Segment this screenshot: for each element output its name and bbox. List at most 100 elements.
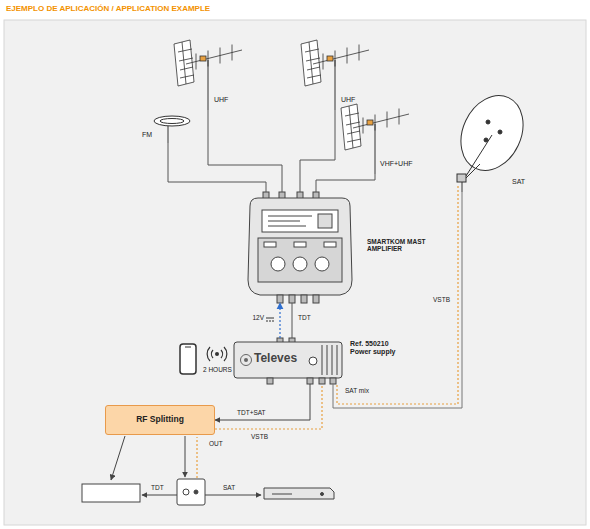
rf-output-lines <box>142 495 177 496</box>
node-label: UHF <box>341 96 355 104</box>
power-supply <box>322 345 323 375</box>
satellite-dish <box>462 182 463 192</box>
connector <box>168 143 266 192</box>
splitter-box: RF Splitting <box>105 405 215 435</box>
smartphone-icon <box>180 344 196 374</box>
connector <box>333 192 462 408</box>
wireless-icon <box>221 350 223 358</box>
power-supply <box>327 345 328 375</box>
antenna-node: FM <box>140 113 196 143</box>
power-supply <box>319 378 325 384</box>
signal-label: OUT <box>208 440 224 447</box>
satellite-receiver <box>321 493 324 496</box>
fm-antenna <box>160 119 184 124</box>
satellite-dish <box>466 135 492 176</box>
mast-amplifier <box>268 221 300 222</box>
connector <box>279 303 280 338</box>
power-supply <box>332 345 333 375</box>
power-supply <box>330 378 336 384</box>
signal-label: VSTB <box>432 296 451 303</box>
wireless-icon <box>224 347 227 361</box>
mast-amplifier <box>293 257 307 271</box>
amplifier-node: SMARTKOM MAST AMPLIFIER <box>245 192 355 303</box>
uhf-antenna <box>174 40 242 110</box>
wall-socket <box>177 479 205 505</box>
smartphone-icon <box>185 347 191 348</box>
node-label: UHF <box>214 96 228 104</box>
mast-amplifier <box>315 257 329 271</box>
device-reference: Ref. 550210 Power supply <box>350 340 404 356</box>
satellite-dish <box>498 130 502 134</box>
mast-amplifier <box>324 242 336 247</box>
mast-amplifier <box>313 295 319 303</box>
fm-antenna <box>154 116 190 126</box>
node-label: FM <box>142 131 152 139</box>
wireless-icon <box>211 350 213 358</box>
signal-label: SAT <box>222 484 236 491</box>
mast-amplifier <box>268 216 312 217</box>
power-supply <box>234 338 342 384</box>
satellite-dish <box>449 85 535 180</box>
satellite-dish <box>486 120 490 124</box>
panel <box>4 20 586 525</box>
dc-symbol <box>266 321 274 322</box>
connector <box>292 303 293 338</box>
node-label: SMARTKOM MAST AMPLIFIER <box>367 238 439 253</box>
mast-amplifier <box>289 295 295 303</box>
antenna-node: VHF+UHF <box>350 104 422 174</box>
signal-label: VSTB <box>250 433 269 440</box>
node-label: VHF+UHF <box>380 160 412 168</box>
smartphone-icon <box>180 344 196 374</box>
signal-label: TDT <box>297 314 312 321</box>
signal-label: SAT mix <box>344 387 370 394</box>
wall-socket <box>183 489 189 495</box>
mast-amplifier <box>268 226 306 227</box>
mast-amplifier <box>301 295 307 303</box>
dc-symbol <box>266 318 274 319</box>
uhf-antenna <box>301 40 369 110</box>
uhf-antenna <box>174 40 242 110</box>
rf-output-lines <box>111 436 125 480</box>
connector <box>316 174 375 192</box>
mast-amplifier <box>248 198 352 295</box>
power-supply <box>234 342 342 378</box>
antenna-node: UHF <box>170 32 250 110</box>
dish-node: SAT <box>440 92 535 192</box>
wireless-icon <box>207 347 227 361</box>
signal-label: TDT+SAT <box>236 409 267 416</box>
fm-antenna <box>168 126 169 143</box>
satellite-dish <box>449 85 535 192</box>
connector <box>215 384 310 420</box>
note-label: 2 HOURS <box>202 366 233 373</box>
vstb-line <box>337 186 458 404</box>
title: EJEMPLO DE APLICACIÓN / APPLICATION EXAM… <box>6 4 210 13</box>
mast-amplifier <box>271 257 285 271</box>
power-supply <box>244 358 248 362</box>
uhf-antenna <box>301 40 369 110</box>
mast-amplifier <box>318 214 332 228</box>
power-supply <box>309 357 317 365</box>
wireless-icon <box>215 352 219 356</box>
mast-amplifier <box>248 192 352 303</box>
wall-socket <box>194 490 198 494</box>
power-supply <box>337 345 338 375</box>
signal-label: 12V <box>245 314 265 321</box>
power-supply <box>241 355 252 366</box>
antenna-node: UHF <box>300 32 380 110</box>
mast-amplifier <box>264 242 276 247</box>
node-label: Televes <box>254 352 297 366</box>
satellite-receiver <box>264 488 334 499</box>
dc-symbol <box>266 318 274 321</box>
wall-socket <box>177 479 205 505</box>
fm-antenna <box>154 116 190 143</box>
connector <box>215 384 322 429</box>
mast-amplifier <box>277 295 283 303</box>
node-label: SAT <box>512 178 525 186</box>
mast-amplifier <box>258 238 342 282</box>
satellite-receiver <box>264 488 334 499</box>
connector <box>208 110 282 192</box>
